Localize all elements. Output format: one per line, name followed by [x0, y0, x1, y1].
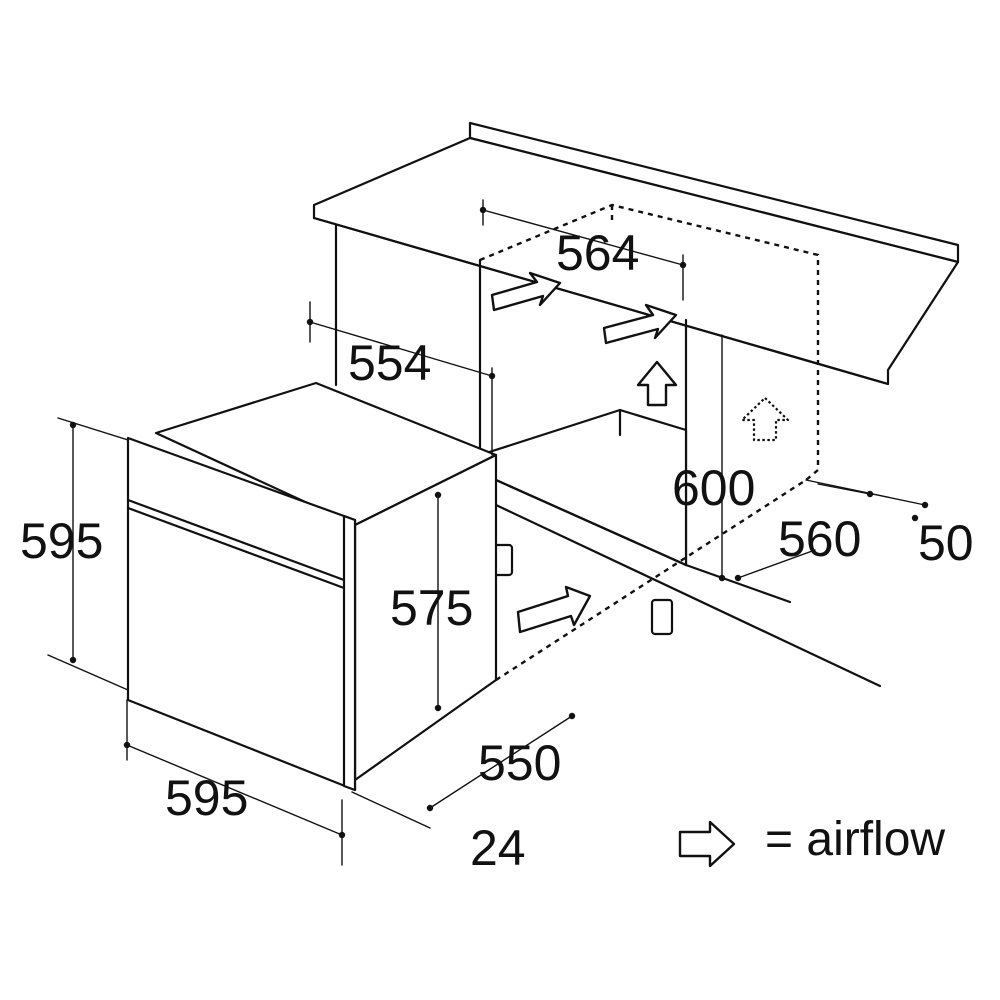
- airflow-arrows: [490, 271, 790, 634]
- dim-label-554: 554: [348, 335, 431, 391]
- dim-label-595-width: 595: [165, 770, 248, 826]
- airflow-arrow-icon: [516, 585, 592, 634]
- airflow-arrow-icon: [740, 396, 790, 442]
- dim-label-575: 575: [390, 580, 473, 636]
- countertop: [312, 121, 960, 386]
- dim-label-600: 600: [672, 460, 755, 516]
- airflow-arrow-icon: [602, 303, 678, 345]
- airflow-arrow-icon: [490, 271, 562, 312]
- cabinet-feet: [492, 543, 674, 636]
- dim-label-50: 50: [918, 515, 974, 571]
- dimension-lines: [47, 199, 929, 866]
- niche-outline: [479, 203, 820, 682]
- airflow-arrow-icon: [636, 360, 678, 407]
- dim-label-560: 560: [778, 511, 861, 567]
- legend-label: = airflow: [765, 813, 945, 866]
- legend: = airflow: [678, 813, 945, 868]
- oven-appliance: [126, 381, 498, 792]
- dim-label-550: 550: [478, 735, 561, 791]
- dim-label-595-height: 595: [20, 513, 103, 569]
- dim-label-24: 24: [470, 820, 526, 876]
- dim-label-564: 564: [556, 225, 639, 281]
- airflow-arrow-icon: [678, 820, 736, 868]
